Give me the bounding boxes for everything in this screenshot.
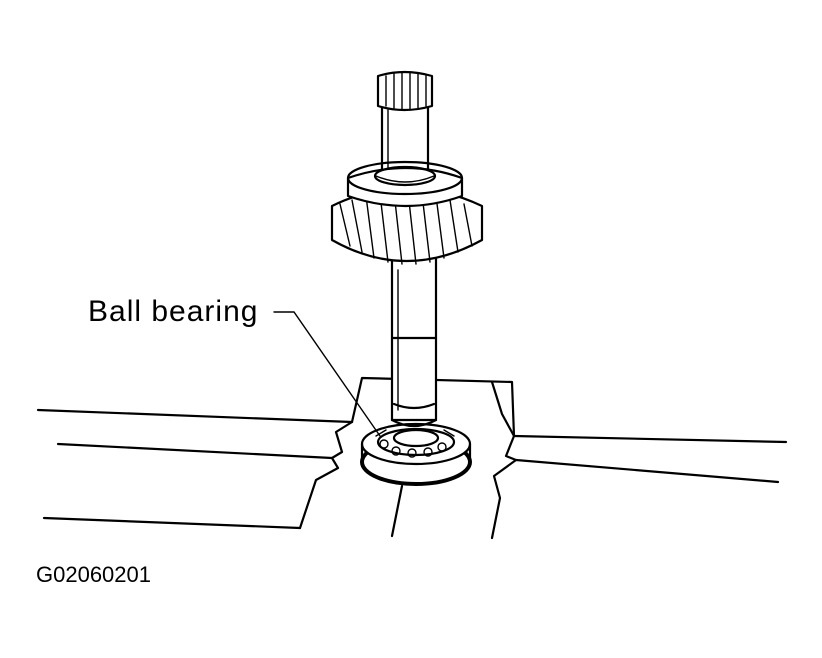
helical-gear (330, 160, 484, 265)
ball-bearing (360, 422, 472, 486)
transmission-case-housing (36, 376, 788, 540)
figure-id: G02060201 (36, 562, 151, 587)
callout-label: Ball bearing (88, 295, 258, 328)
callout-ball-bearing: Ball bearing (88, 295, 381, 437)
input-shaft (376, 70, 438, 428)
